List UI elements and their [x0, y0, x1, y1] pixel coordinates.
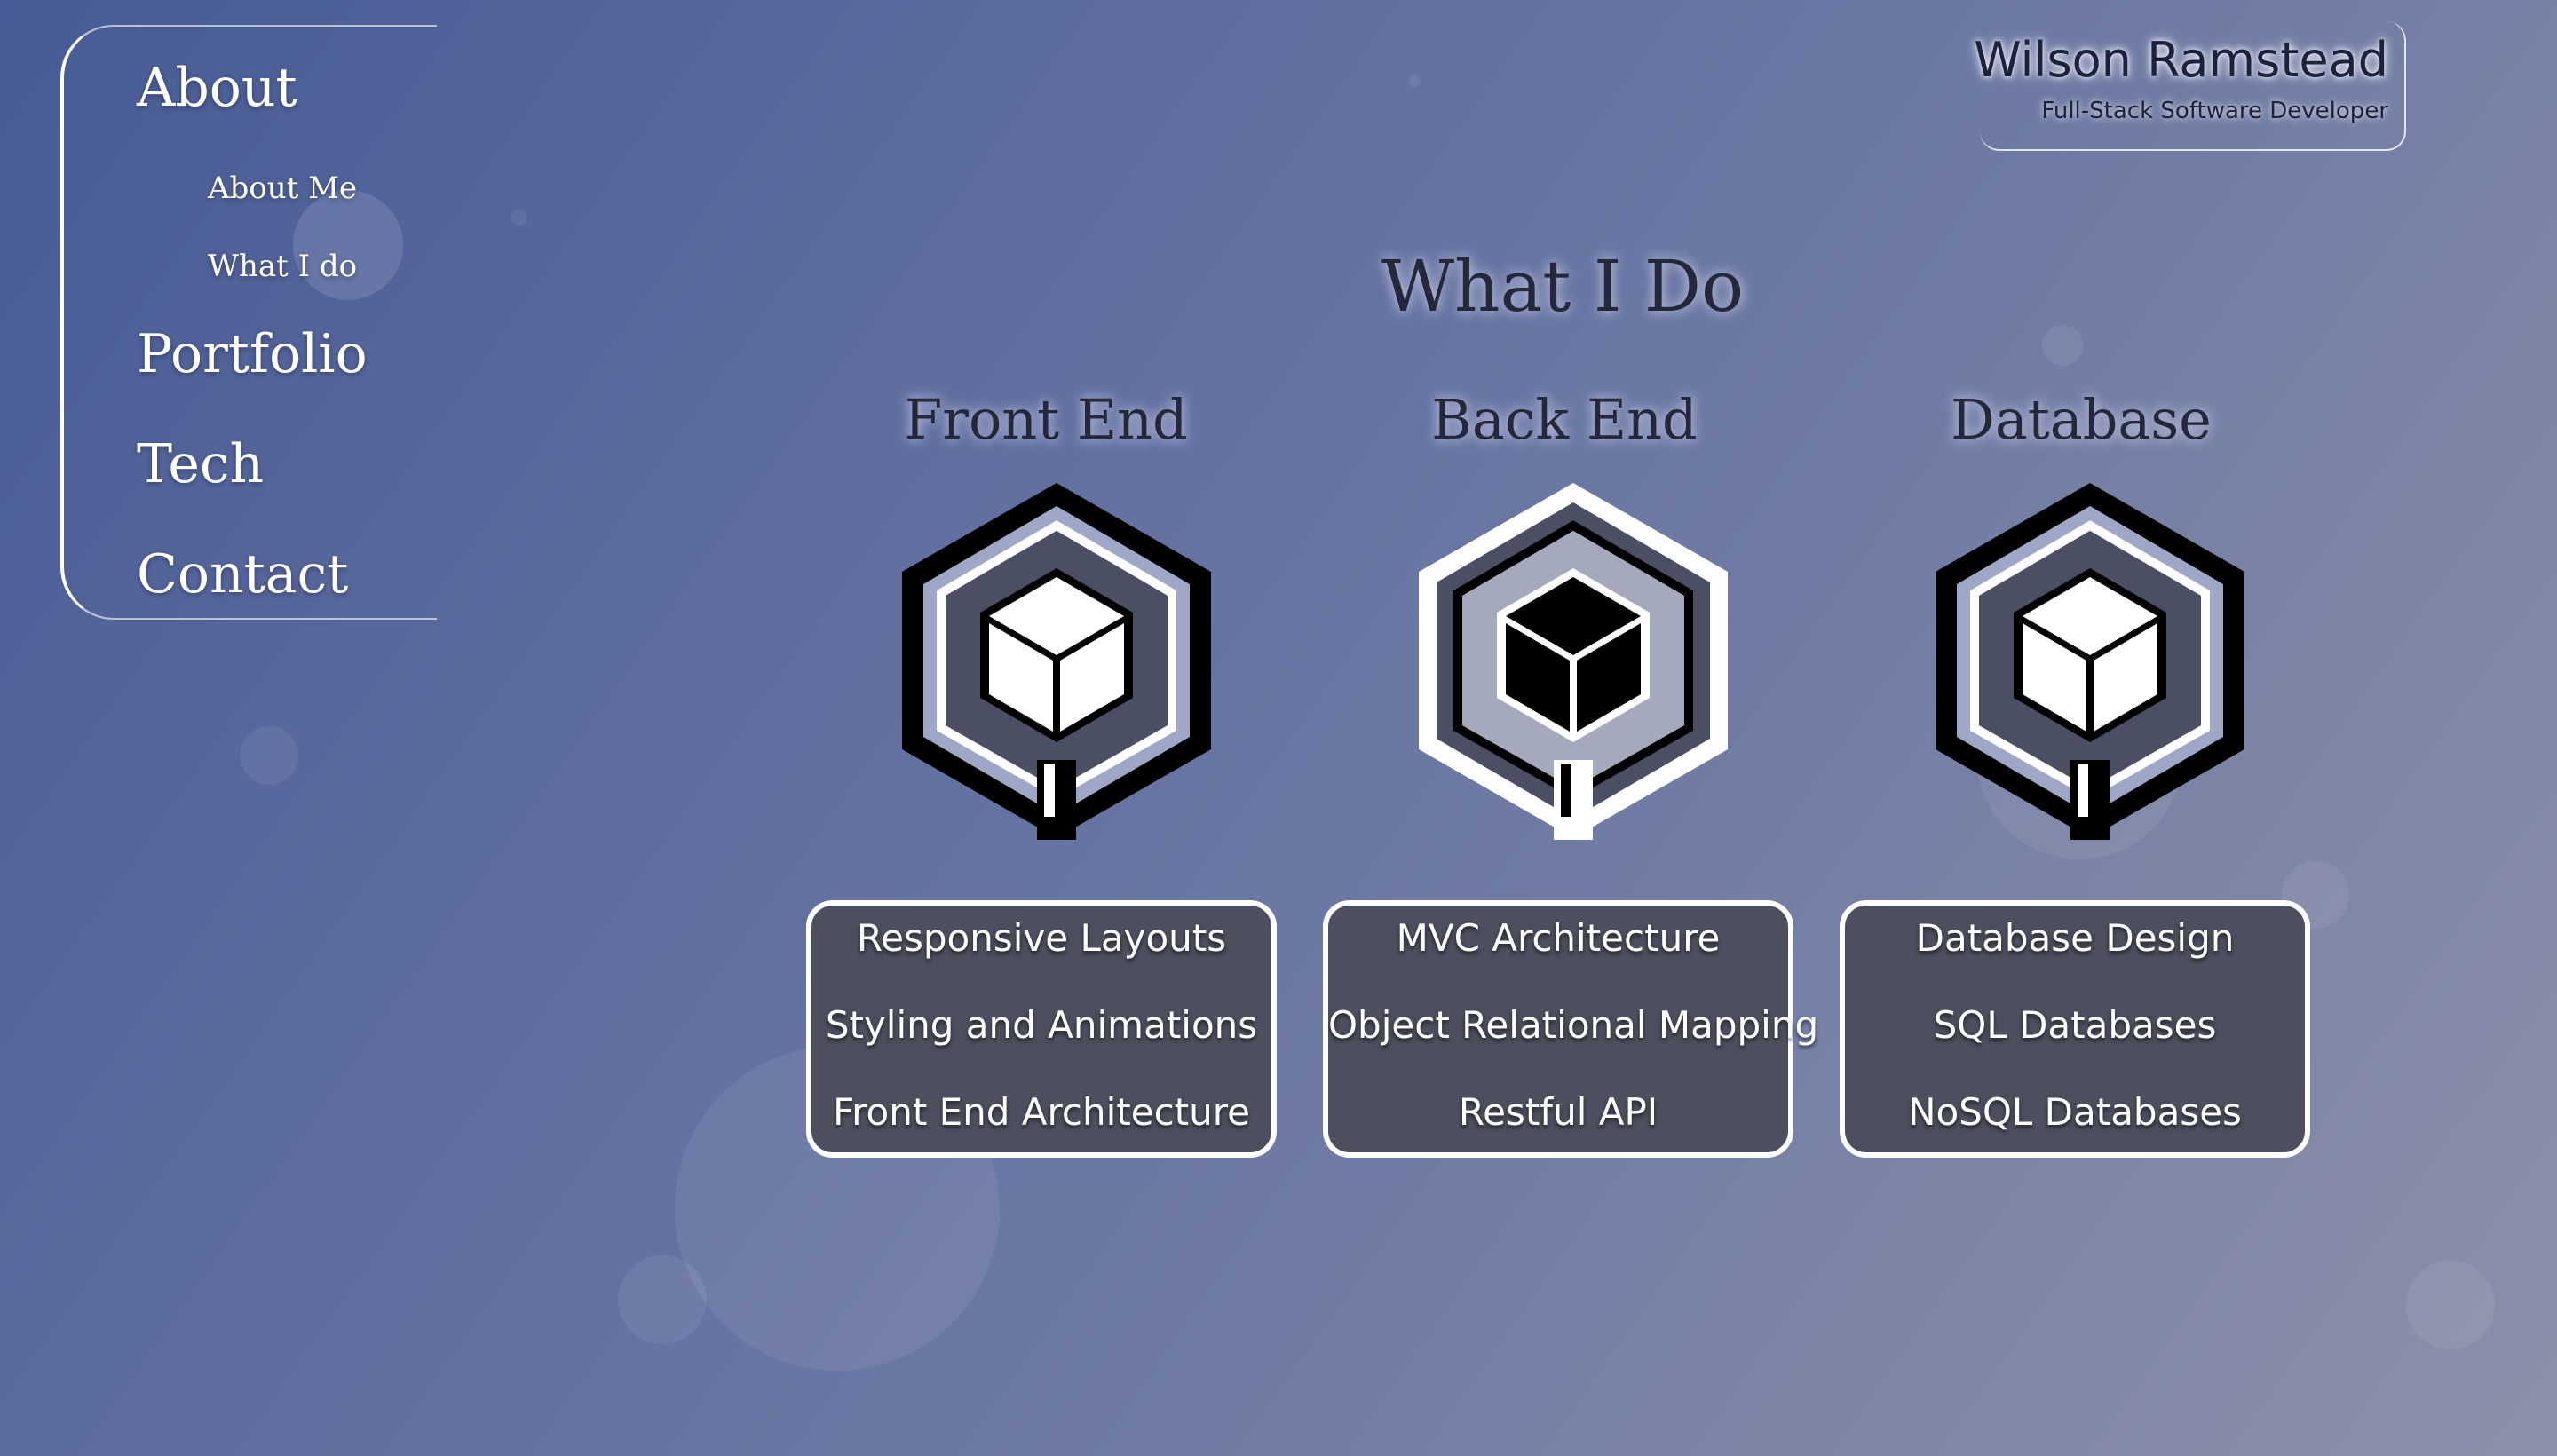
skills-card-front-end: Responsive Layouts Styling and Animation… [806, 900, 1277, 1158]
brand-header: Wilson Ramstead Full-Stack Software Deve… [1974, 21, 2406, 151]
skill-item: MVC Architecture [1396, 916, 1721, 960]
background-bubble [511, 210, 527, 226]
column-title-front-end: Front End [904, 387, 1188, 452]
cube-hexagon-inverted-icon [1419, 483, 1728, 840]
skill-item: NoSQL Databases [1908, 1090, 2242, 1134]
nav-about[interactable]: About [137, 57, 297, 119]
column-title-back-end: Back End [1431, 387, 1698, 452]
background-bubble [618, 1255, 707, 1344]
skill-item: Restful API [1458, 1090, 1658, 1134]
background-bubble [2042, 325, 2083, 366]
nav-what-i-do[interactable]: What I do [208, 249, 358, 284]
page-title: What I Do [1381, 245, 1745, 328]
sidebar-nav [60, 25, 437, 620]
cube-hexagon-icon [1936, 483, 2244, 840]
skill-item: SQL Databases [1933, 1003, 2217, 1047]
nav-about-me[interactable]: About Me [208, 170, 358, 206]
skill-item: Object Relational Mapping [1328, 1003, 1819, 1047]
developer-tagline: Full-Stack Software Developer [2041, 98, 2388, 124]
background-bubble [240, 726, 298, 785]
skills-card-database: Database Design SQL Databases NoSQL Data… [1840, 900, 2310, 1158]
nav-portfolio[interactable]: Portfolio [137, 323, 368, 385]
nav-tech[interactable]: Tech [137, 433, 265, 495]
background-bubble [1408, 75, 1421, 87]
column-title-database: Database [1951, 387, 2212, 452]
background-bubble [2406, 1261, 2495, 1349]
skill-item: Database Design [1915, 916, 2235, 960]
skills-card-back-end: MVC Architecture Object Relational Mappi… [1323, 900, 1819, 1158]
cube-hexagon-icon [902, 483, 1211, 840]
skill-item: Styling and Animations [825, 1003, 1258, 1047]
active-nav-indicator [293, 190, 403, 300]
skill-item: Responsive Layouts [856, 916, 1227, 960]
developer-name: Wilson Ramstead [1974, 32, 2388, 88]
nav-contact[interactable]: Contact [137, 543, 349, 605]
skill-item: Front End Architecture [833, 1090, 1250, 1134]
